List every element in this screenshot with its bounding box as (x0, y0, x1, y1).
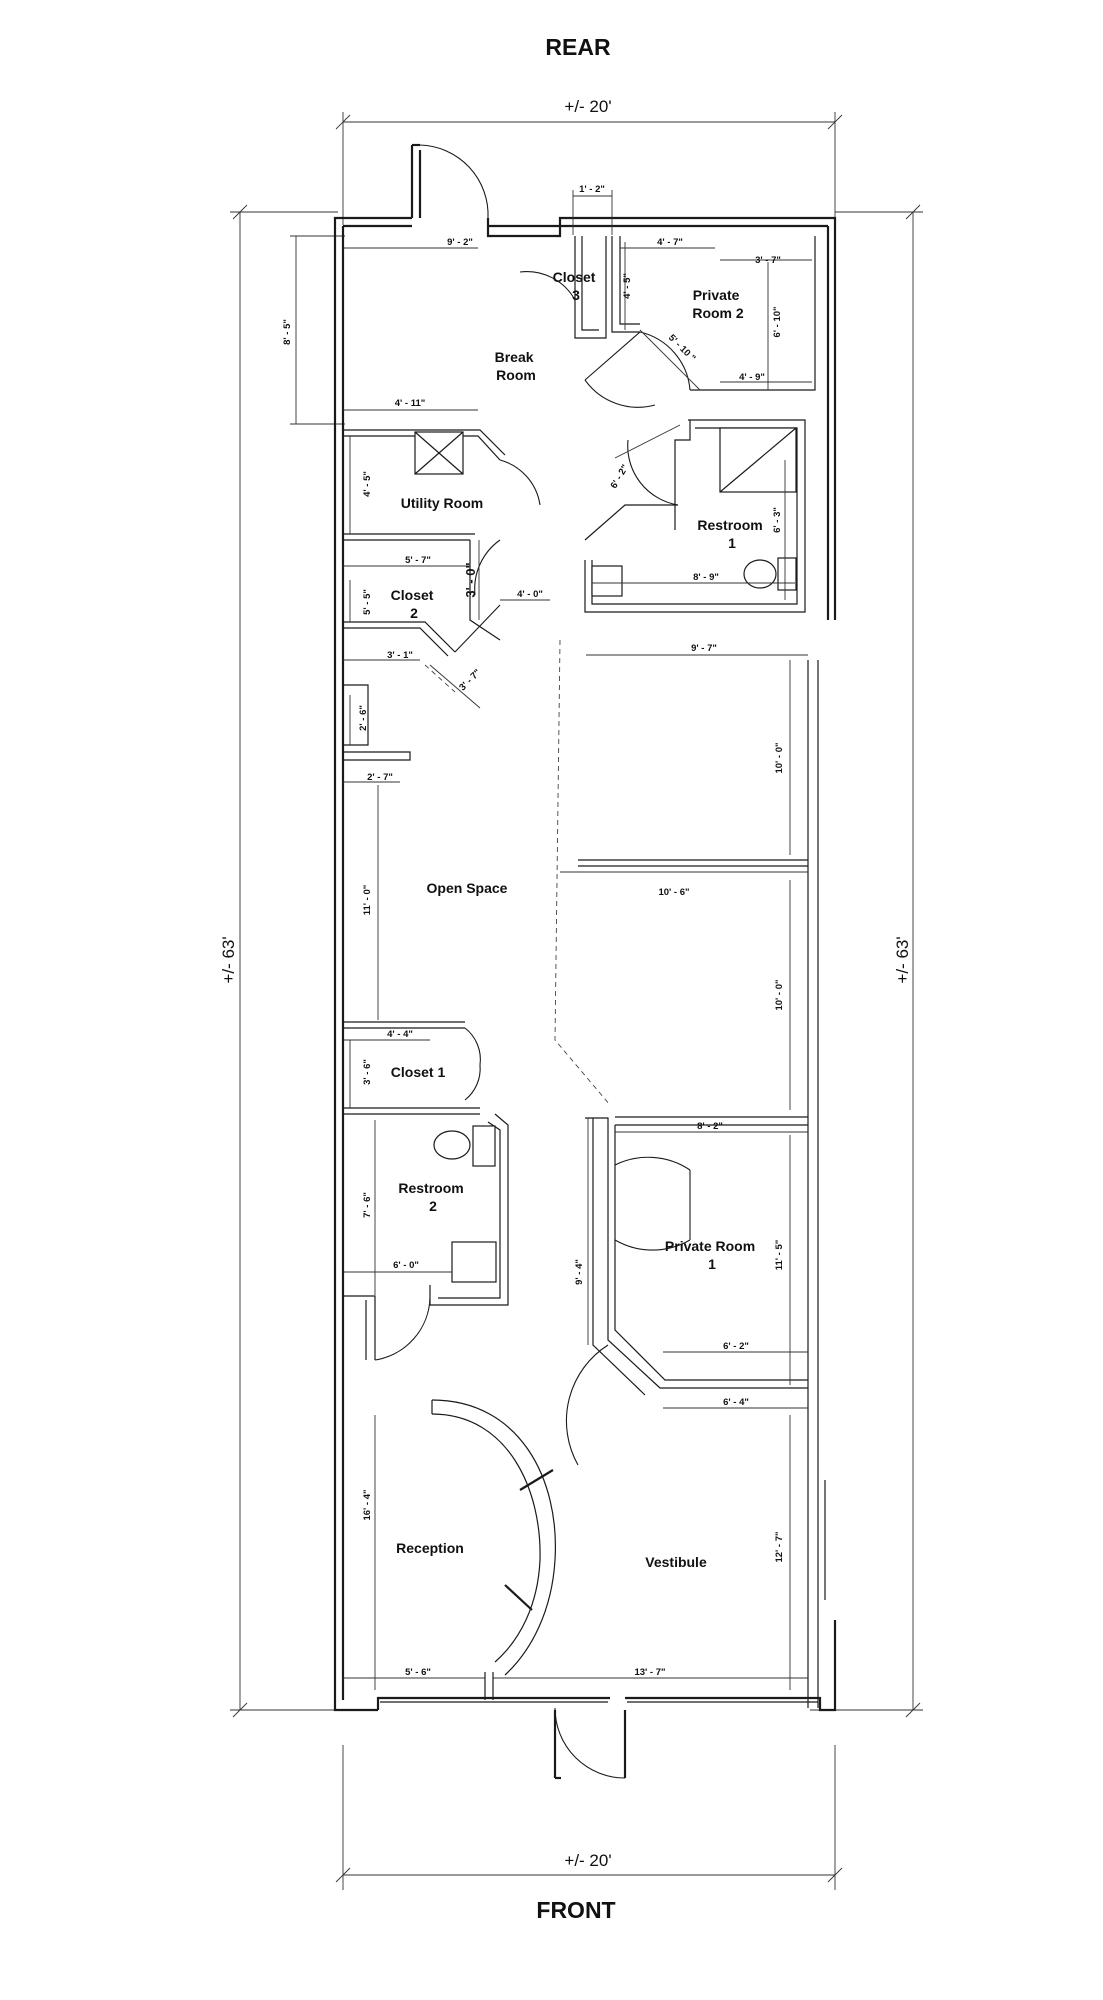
dim-label: 16' - 4" (362, 1489, 373, 1520)
dim-label: 3' - 6" (362, 1059, 373, 1085)
dim-label: 4' - 7" (657, 237, 683, 248)
dim-label: 6' - 3" (772, 507, 783, 533)
dim-label: 3' - 7" (457, 667, 483, 693)
dimension-labels: 1' - 2" 9' - 2" 4' - 7" 3' - 7" 8' - 5" … (282, 184, 785, 1678)
vestibule-label: Vestibule (645, 1554, 707, 1570)
dim-label: 10' - 6" (658, 887, 689, 898)
dim-label: 6' - 0" (393, 1260, 419, 1271)
dim-label: 6' - 2" (609, 463, 631, 491)
dim-label: 4' - 11" (395, 398, 426, 409)
dim-label: 4' - 4" (387, 1029, 413, 1040)
dim-label: 3' - 0" (463, 562, 478, 597)
dim-label: 4' - 0" (517, 589, 543, 600)
dim-label: 10' - 0" (774, 979, 785, 1010)
dim-label: 2' - 7" (367, 772, 393, 783)
dim-label: 9' - 7" (691, 643, 717, 654)
dim-label: 13' - 7" (634, 1667, 665, 1678)
dim-label: 8' - 5" (282, 319, 293, 345)
dim-label: 5' - 6" (405, 1667, 431, 1678)
dim-label: 6' - 2" (723, 1341, 749, 1352)
closet-2-label: Closet 2 (391, 587, 438, 621)
dim-label: 8' - 2" (697, 1121, 723, 1132)
dim-label: 4' - 9" (739, 372, 765, 383)
restroom-1-label: Restroom 1 (697, 517, 766, 551)
dim-label: 6' - 10" (772, 306, 783, 337)
break-room-label: Break Room (495, 349, 538, 383)
front-label: FRONT (536, 1897, 615, 1923)
dim-label: 6' - 4" (723, 1397, 749, 1408)
dim-label: 4' - 5" (622, 273, 633, 299)
dim-label: 3' - 1" (387, 650, 413, 661)
dim-label: 5' - 5" (362, 589, 373, 615)
dim-label: 2' - 6" (358, 705, 369, 731)
private-room-1-label: Private Room 1 (665, 1238, 759, 1272)
dimension-strings (343, 190, 812, 1690)
private-room-2-label: Private Room 2 (692, 287, 744, 321)
dim-label: 5' - 7" (405, 555, 431, 566)
width-bottom-label: +/- 20' (564, 1851, 611, 1870)
dim-label: 3' - 7" (755, 255, 781, 266)
interior-walls (343, 236, 816, 1700)
dim-label: 4' - 5" (362, 471, 373, 497)
width-top-label: +/- 20' (564, 97, 611, 116)
length-left-label: +/- 63' (219, 936, 238, 983)
exterior-walls (333, 143, 837, 1780)
dim-label: 11' - 5" (774, 1240, 785, 1271)
closet-3-label: Closet 3 (553, 269, 600, 303)
dim-label: 12' - 7" (774, 1531, 785, 1562)
reception-label: Reception (396, 1540, 464, 1556)
open-space-label: Open Space (427, 880, 508, 896)
dim-label: 11' - 0" (362, 885, 373, 916)
dim-label: 10' - 0" (774, 742, 785, 773)
utility-room-label: Utility Room (401, 495, 483, 511)
dim-label: 9' - 4" (574, 1259, 585, 1285)
dim-label: 8' - 9" (693, 572, 719, 583)
closet-1-label: Closet 1 (391, 1064, 446, 1080)
restroom-2-label: Restroom 2 (398, 1180, 467, 1214)
dim-label: 7' - 6" (362, 1192, 373, 1218)
room-labels: Closet 3 Private Room 2 Break Room Utili… (391, 269, 766, 1570)
dim-label: 1' - 2" (579, 184, 605, 195)
dim-label: 9' - 2" (447, 237, 473, 248)
rear-label: REAR (545, 34, 611, 60)
length-right-label: +/- 63' (893, 936, 912, 983)
